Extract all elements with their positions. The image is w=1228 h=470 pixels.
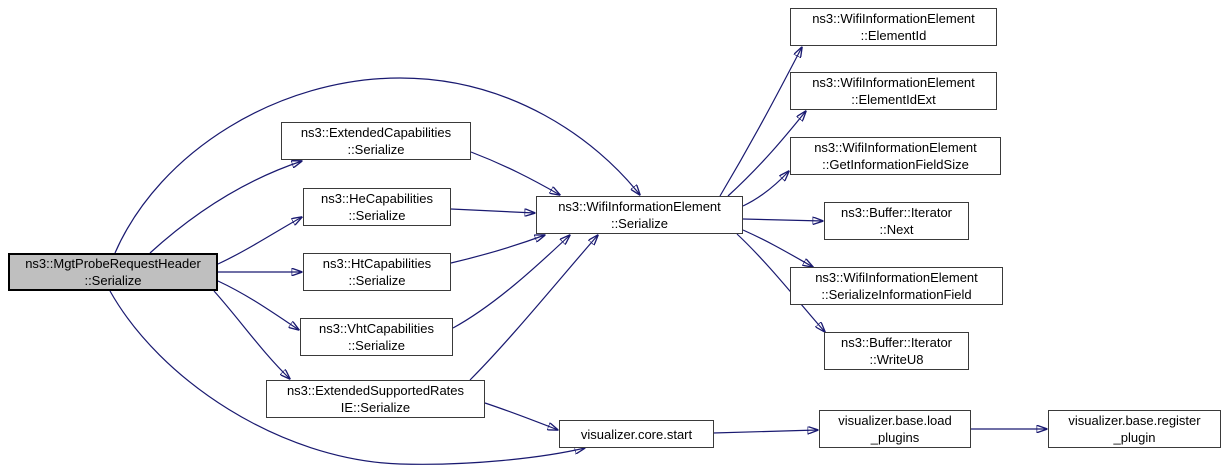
edge-mgt-to-extended-supported-rates	[213, 290, 290, 379]
node-ht-capabilities-serialize[interactable]: ns3::HtCapabilities ::Serialize	[303, 253, 451, 291]
edge-wifi-ie-serialize-to-get-information-field-size	[742, 171, 789, 207]
edge-visualizer-core-start-to-load-plugins	[712, 430, 818, 433]
node-visualizer-base-load-plugins[interactable]: visualizer.base.load _plugins	[819, 410, 971, 448]
node-extended-capabilities-serialize[interactable]: ns3::ExtendedCapabilities ::Serialize	[281, 122, 471, 160]
edge-extended-capabilities-to-wifi-ie-serialize	[470, 151, 560, 195]
edge-vht-capabilities-to-wifi-ie-serialize	[452, 235, 570, 329]
node-buffer-iterator-write-u8[interactable]: ns3::Buffer::Iterator ::WriteU8	[824, 332, 969, 370]
edge-wifi-ie-serialize-to-element-id-ext	[727, 111, 806, 197]
node-wifi-information-element-serialize[interactable]: ns3::WifiInformationElement ::Serialize	[536, 196, 743, 234]
edge-wifi-ie-serialize-to-buffer-iterator-next	[742, 219, 823, 221]
edge-mgt-to-vht-capabilities	[217, 280, 299, 330]
edge-mgt-to-extended-capabilities	[149, 161, 302, 254]
edge-wifi-ie-serialize-to-element-id	[719, 47, 802, 197]
node-wifi-information-element-element-id[interactable]: ns3::WifiInformationElement ::ElementId	[790, 8, 997, 46]
edge-mgt-to-he-capabilities	[217, 217, 302, 265]
node-mgt-probe-request-header-serialize: ns3::MgtProbeRequestHeader ::Serialize	[8, 253, 218, 291]
node-wifi-information-element-get-information-field-size[interactable]: ns3::WifiInformationElement ::GetInforma…	[790, 137, 1001, 175]
node-visualizer-base-register-plugin[interactable]: visualizer.base.register _plugin	[1048, 410, 1221, 448]
node-wifi-information-element-serialize-information-field[interactable]: ns3::WifiInformationElement ::SerializeI…	[790, 267, 1003, 305]
edge-extended-supported-rates-to-wifi-ie-serialize	[469, 235, 598, 381]
edge-wifi-ie-serialize-to-buffer-iterator-writeu8	[736, 233, 825, 332]
node-he-capabilities-serialize[interactable]: ns3::HeCapabilities ::Serialize	[303, 188, 451, 226]
node-visualizer-core-start[interactable]: visualizer.core.start	[559, 420, 714, 448]
edge-wifi-ie-serialize-to-serialize-information-field	[742, 229, 813, 267]
node-wifi-information-element-element-id-ext[interactable]: ns3::WifiInformationElement ::ElementIdE…	[790, 72, 997, 110]
edge-mgt-to-visualizer-core-start	[109, 290, 585, 465]
edge-extended-supported-rates-to-visualizer-core-start	[484, 402, 558, 430]
edge-ht-capabilities-to-wifi-ie-serialize	[450, 235, 545, 264]
node-vht-capabilities-serialize[interactable]: ns3::VhtCapabilities ::Serialize	[300, 318, 453, 356]
edge-mgt-to-wifi-ie-serialize	[114, 77, 640, 254]
edge-he-capabilities-to-wifi-ie-serialize	[450, 208, 535, 213]
node-buffer-iterator-next[interactable]: ns3::Buffer::Iterator ::Next	[824, 202, 969, 240]
node-extended-supported-rates-ie-serialize[interactable]: ns3::ExtendedSupportedRates IE::Serializ…	[266, 380, 485, 418]
